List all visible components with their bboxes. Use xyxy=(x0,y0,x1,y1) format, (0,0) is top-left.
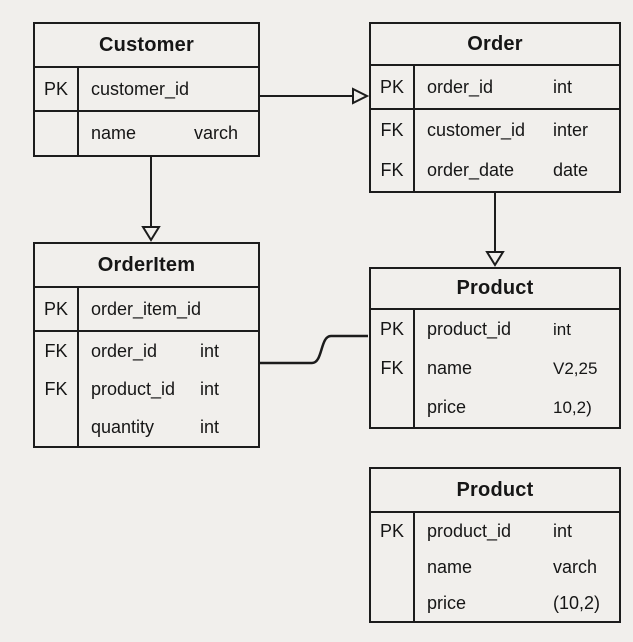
pk-badge: PK xyxy=(379,520,404,541)
field-type: varch xyxy=(553,556,598,577)
product-table-bottom: Product PK product_id int name varch pri… xyxy=(369,467,621,623)
table-row: order_id int xyxy=(427,66,611,108)
fk-badge: FK xyxy=(44,340,68,361)
order-fk-section: FK FK customer_id inter order_date date xyxy=(371,110,619,191)
field-name: product_id xyxy=(427,319,512,339)
field-name: customer_id xyxy=(427,119,526,140)
field-name: price xyxy=(427,397,467,417)
key-column xyxy=(35,112,79,155)
table-row: quantity int xyxy=(91,408,236,446)
pk-badge: PK xyxy=(379,319,404,339)
fk-badge: FK xyxy=(380,358,404,378)
open-triangle-down-icon xyxy=(141,226,161,242)
key-badge xyxy=(371,388,413,427)
field-name: name xyxy=(91,123,137,143)
table-row: product_id int xyxy=(427,513,611,549)
table-row: name V2,25 xyxy=(427,349,611,388)
key-badge xyxy=(35,408,77,446)
field-type: int xyxy=(553,520,573,541)
open-triangle-right-icon xyxy=(352,87,370,105)
table-row: order_date date xyxy=(427,151,611,192)
key-column: PK xyxy=(371,513,415,621)
field-type: int xyxy=(200,340,220,361)
field-type: date xyxy=(553,160,589,181)
customer-table-title: Customer xyxy=(35,24,258,68)
field-name: order_date xyxy=(427,160,515,181)
key-column: PK xyxy=(35,288,79,330)
field-type: varch xyxy=(194,123,239,143)
table-row: price 10,2) xyxy=(427,388,611,427)
field-type: int xyxy=(553,319,571,339)
table-row: customer_id inter xyxy=(427,110,611,151)
table-row: price (10,2) xyxy=(427,585,611,621)
pk-badge: PK xyxy=(43,78,68,99)
table-row: order_item_id xyxy=(91,288,237,330)
orderitem-table: OrderItem PK order_item_id FK FK order_i… xyxy=(33,242,260,448)
customer-table: Customer PK customer_id name varch xyxy=(33,22,260,157)
field-name: name xyxy=(427,556,473,577)
key-column: PK xyxy=(371,66,415,108)
order-pk-section: PK order_id int xyxy=(371,66,619,110)
table-row: name varch xyxy=(427,549,611,585)
customer-pk-section: PK customer_id xyxy=(35,68,258,112)
product-table-title: Product xyxy=(371,269,619,310)
product-table-title: Product xyxy=(371,469,619,513)
field-name: order_id xyxy=(427,76,494,97)
field-name: product_id xyxy=(91,378,176,399)
product-table-middle: Product PK FK product_id int name V2,25 … xyxy=(369,267,621,429)
table-row: product_id int xyxy=(427,310,611,349)
product-attr-section: PK FK product_id int name V2,25 price 10… xyxy=(371,310,619,427)
pk-badge: PK xyxy=(379,76,404,97)
field-type: 10,2) xyxy=(553,397,592,417)
field-name: name xyxy=(427,358,473,378)
fk-badge: FK xyxy=(44,378,68,399)
open-triangle-down-icon xyxy=(485,251,505,267)
key-column: PK FK xyxy=(371,310,415,427)
table-row: product_id int xyxy=(91,370,236,408)
field-type: int xyxy=(553,76,573,97)
fk-badge: FK xyxy=(380,119,404,140)
key-column: FK FK xyxy=(371,110,415,191)
connector-orderitem-product-curve xyxy=(260,334,368,365)
table-row: name varch xyxy=(91,112,250,155)
field-type: V2,25 xyxy=(553,358,598,378)
field-name: order_id xyxy=(91,340,158,361)
field-type: inter xyxy=(553,119,589,140)
field-type: (10,2) xyxy=(553,592,601,613)
orderitem-table-title: OrderItem xyxy=(35,244,258,288)
key-column: FK FK xyxy=(35,332,79,446)
table-row: order_id int xyxy=(91,332,236,370)
orderitem-pk-section: PK order_item_id xyxy=(35,288,258,332)
table-row: customer_id xyxy=(91,68,250,110)
field-name: customer_id xyxy=(91,78,190,99)
order-table: Order PK order_id int FK FK customer_id … xyxy=(369,22,621,193)
pk-badge: PK xyxy=(43,298,68,319)
field-type: int xyxy=(200,378,220,399)
field-name: quantity xyxy=(91,416,155,437)
field-type: int xyxy=(200,416,220,437)
orderitem-fk-section: FK FK order_id int product_id int quanti… xyxy=(35,332,258,446)
key-badge xyxy=(371,585,413,621)
order-table-title: Order xyxy=(371,24,619,66)
key-badge xyxy=(35,112,77,155)
field-name: price xyxy=(427,592,467,613)
product-attr-section: PK product_id int name varch price (10,2… xyxy=(371,513,619,621)
field-name: order_item_id xyxy=(91,298,202,319)
key-column: PK xyxy=(35,68,79,110)
field-name: product_id xyxy=(427,520,512,541)
fk-badge: FK xyxy=(380,160,404,181)
key-badge xyxy=(371,549,413,585)
customer-attr-section: name varch xyxy=(35,112,258,155)
